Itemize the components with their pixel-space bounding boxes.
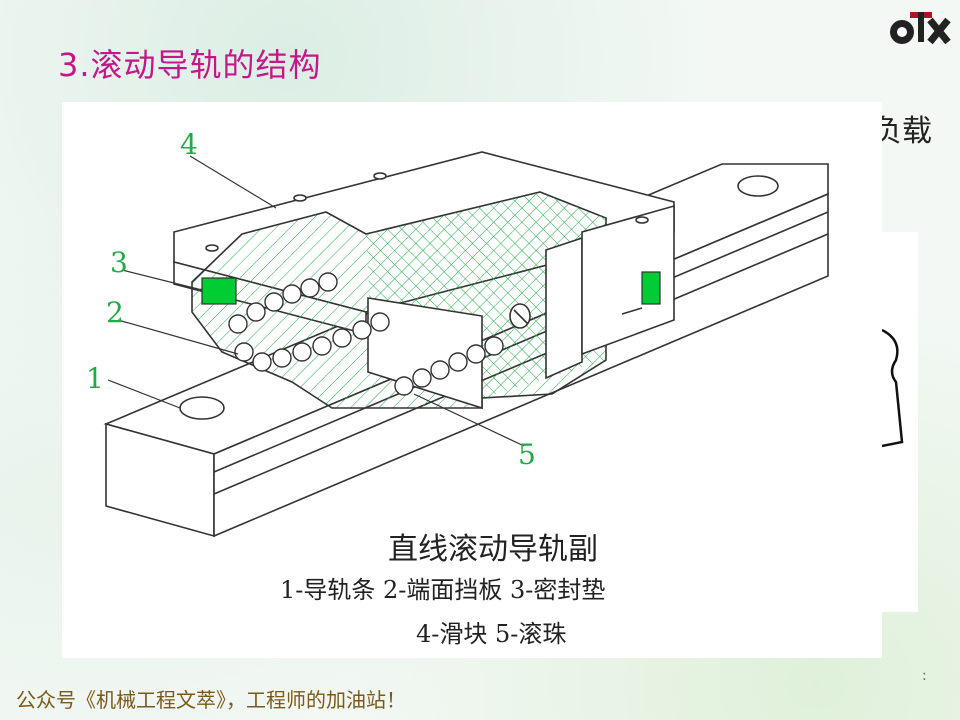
footer-text: 公众号《机械工程文萃》，工程师的加油站！ bbox=[16, 688, 406, 712]
callout-1: 1 bbox=[86, 362, 104, 395]
ball bbox=[246, 302, 266, 322]
background-panel bbox=[880, 232, 918, 612]
ball bbox=[448, 352, 468, 372]
ball bbox=[484, 336, 504, 356]
ball bbox=[300, 278, 320, 298]
ball bbox=[466, 344, 486, 364]
callout-leaders bbox=[107, 155, 525, 447]
ball bbox=[228, 314, 248, 334]
ball bbox=[312, 336, 332, 356]
ball bbox=[292, 342, 312, 362]
seal-pad-left bbox=[201, 277, 237, 305]
background-sketch bbox=[881, 328, 904, 448]
slide-title: 3.滚动导轨的结构 bbox=[58, 46, 322, 84]
ball bbox=[264, 292, 284, 312]
ball bbox=[352, 320, 372, 340]
ball-chain bbox=[228, 272, 504, 396]
ball bbox=[394, 376, 414, 396]
ball bbox=[318, 272, 338, 292]
ball bbox=[332, 328, 352, 348]
callout-5: 5 bbox=[518, 438, 536, 471]
ball bbox=[252, 352, 272, 372]
ball bbox=[272, 348, 292, 368]
page-marker: : bbox=[922, 668, 927, 684]
ball bbox=[430, 360, 450, 380]
seal-pad-right bbox=[641, 271, 661, 305]
callout-4: 4 bbox=[180, 128, 198, 161]
brand-logo bbox=[890, 12, 951, 45]
background-text-fragment: 负载 bbox=[872, 114, 932, 149]
diagram-legend-line-2: 4-滑块 5-滚珠 bbox=[416, 620, 567, 648]
diagram-panel: 4 3 2 1 5 bbox=[62, 102, 882, 658]
ball bbox=[370, 312, 390, 332]
ball bbox=[234, 342, 254, 362]
ball bbox=[412, 368, 432, 388]
linear-guide-diagram: 4 3 2 1 5 bbox=[86, 128, 829, 538]
callout-2: 2 bbox=[106, 296, 124, 329]
ball bbox=[282, 284, 302, 304]
callout-3: 3 bbox=[110, 246, 128, 279]
carriage-block bbox=[173, 151, 675, 410]
diagram-legend-line-1: 1-导轨条 2-端面挡板 3-密封垫 bbox=[280, 576, 606, 604]
diagram-caption-title: 直线滚动导轨副 bbox=[388, 532, 598, 567]
